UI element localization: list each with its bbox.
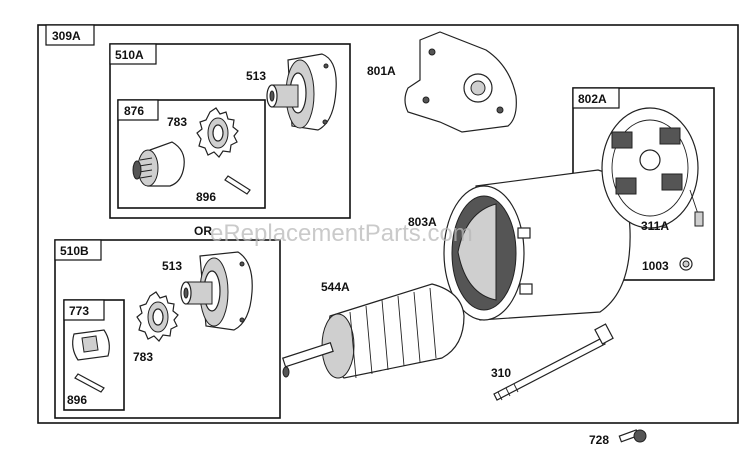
kit-510a-frame <box>109 43 351 219</box>
kit-510b-label: 510B <box>60 244 89 258</box>
part-513-upper-label: 513 <box>246 69 266 83</box>
kit-802a-tag <box>572 87 620 109</box>
part-803a-label: 803A <box>408 215 437 229</box>
part-728-illustration <box>618 429 647 443</box>
part-544a-label: 544A <box>321 280 350 294</box>
part-783-upper-label: 783 <box>167 115 187 129</box>
kit-309a-label: 309A <box>52 29 81 43</box>
part-802a-illustration <box>601 107 704 229</box>
kit-876-label: 876 <box>124 104 144 118</box>
kit-876-frame <box>117 99 266 209</box>
part-311a-label: 311A <box>641 219 669 233</box>
part-896-upper-label: 896 <box>196 190 216 204</box>
part-896-upper-illustration <box>224 175 251 195</box>
kit-773-label: 773 <box>69 304 89 318</box>
part-783-lower-illustration <box>136 291 179 342</box>
part-876-illustration <box>132 141 185 187</box>
part-1003-label: 1003 <box>642 259 669 273</box>
or-label: OR <box>194 224 212 238</box>
part-310-label: 310 <box>491 366 511 380</box>
kit-510b-tag <box>54 239 102 261</box>
kit-510b-frame <box>54 239 281 419</box>
part-783-upper-illustration <box>196 107 239 158</box>
part-803a-illustration <box>443 169 631 321</box>
kit-876-tag <box>117 99 159 121</box>
part-1003-illustration <box>679 257 693 271</box>
part-801a-label: 801A <box>367 64 396 78</box>
part-773-illustration <box>72 329 110 361</box>
part-513-lower-illustration <box>180 251 253 331</box>
kit-510a-label: 510A <box>115 48 144 62</box>
part-896-lower-label: 896 <box>67 393 87 407</box>
part-544a-illustration <box>282 283 465 379</box>
watermark: eReplacementParts.com <box>210 220 473 247</box>
kit-309a-frame <box>37 24 739 424</box>
kit-773-tag <box>63 299 105 321</box>
part-801a-illustration <box>404 31 517 133</box>
part-513-upper-illustration <box>266 53 337 131</box>
kit-309a-tag <box>45 24 95 46</box>
kit-510a-tag <box>109 43 157 65</box>
part-513-lower-label: 513 <box>162 259 182 273</box>
part-896-lower-illustration <box>74 373 105 393</box>
kit-802a-label: 802A <box>578 92 607 106</box>
part-728-label: 728 <box>589 433 609 447</box>
part-310-illustration <box>493 323 614 401</box>
part-783-lower-label: 783 <box>133 350 153 364</box>
